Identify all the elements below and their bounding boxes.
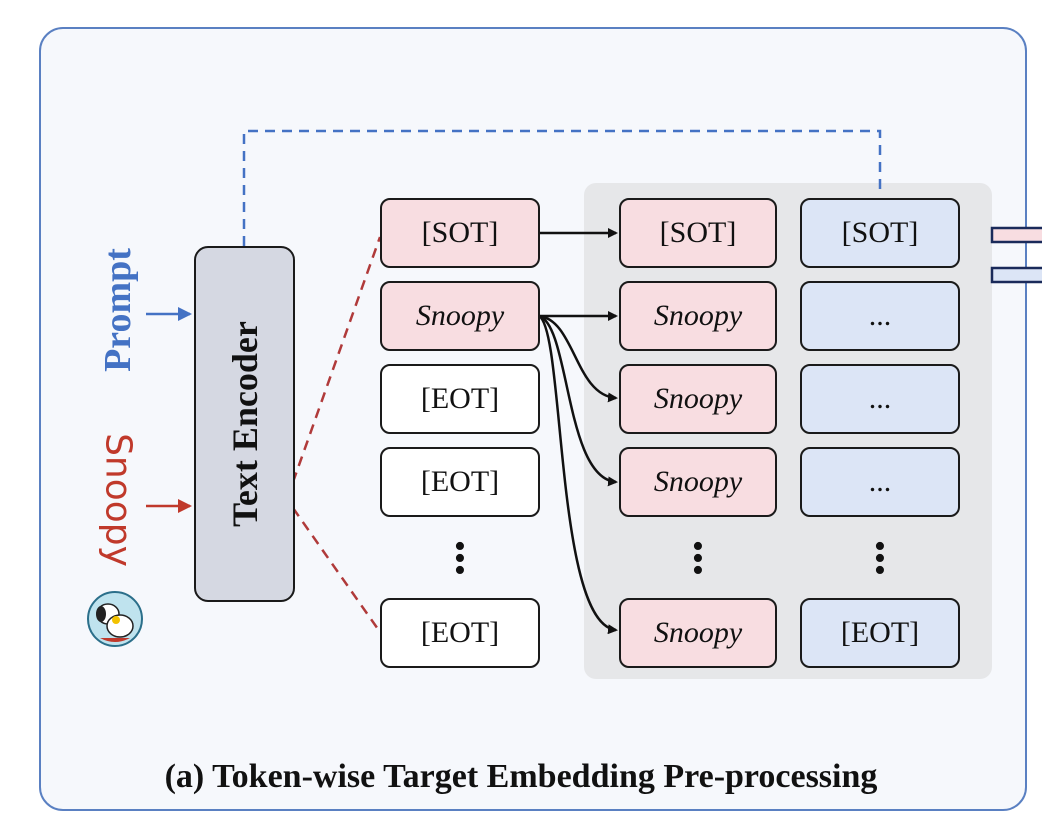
col3-ellipsis: ••• [874,528,886,589]
prompt-label: Prompt [97,248,139,372]
arrow-snoopy-3 [538,314,618,487]
arrow-snoopy-4 [538,314,618,635]
col2-token-snoopy-3: Snoopy [619,447,777,517]
col1-token-sot: [SOT] [380,198,540,268]
col1-token-snoopy: Snoopy [380,281,540,351]
col2-token-snoopy-2: Snoopy [619,364,777,434]
arrow-snoopy-2 [538,314,618,403]
col3-token-ellipsis-2: ... [800,364,960,434]
red-dashed-top [291,236,382,483]
col2-ellipsis: ••• [692,528,704,589]
col1-token-eot-2: [EOT] [380,447,540,517]
text-encoder-block: Text Encoder [194,246,295,602]
col3-token-eot: [EOT] [800,598,960,668]
partial-box-bottom [990,266,1042,284]
col1-token-eot-last: [EOT] [380,598,540,668]
col1-ellipsis: ••• [454,528,466,589]
col2-token-sot: [SOT] [619,198,777,268]
red-dashed-bottom [291,507,382,633]
snoopy-icon [87,591,143,647]
snoopy-handwritten-label: Snoopy [97,433,139,567]
col2-token-snoopy-last: Snoopy [619,598,777,668]
col1-token-eot-1: [EOT] [380,364,540,434]
figure-caption: (a) Token-wise Target Embedding Pre-proc… [164,758,878,795]
col3-token-ellipsis-1: ... [800,281,960,351]
text-encoder-label: Text Encoder [224,321,265,527]
col2-token-snoopy-1: Snoopy [619,281,777,351]
col3-token-ellipsis-3: ... [800,447,960,517]
prompt-dashed-connector [242,129,882,246]
col3-token-sot: [SOT] [800,198,960,268]
partial-box-top [990,226,1042,244]
